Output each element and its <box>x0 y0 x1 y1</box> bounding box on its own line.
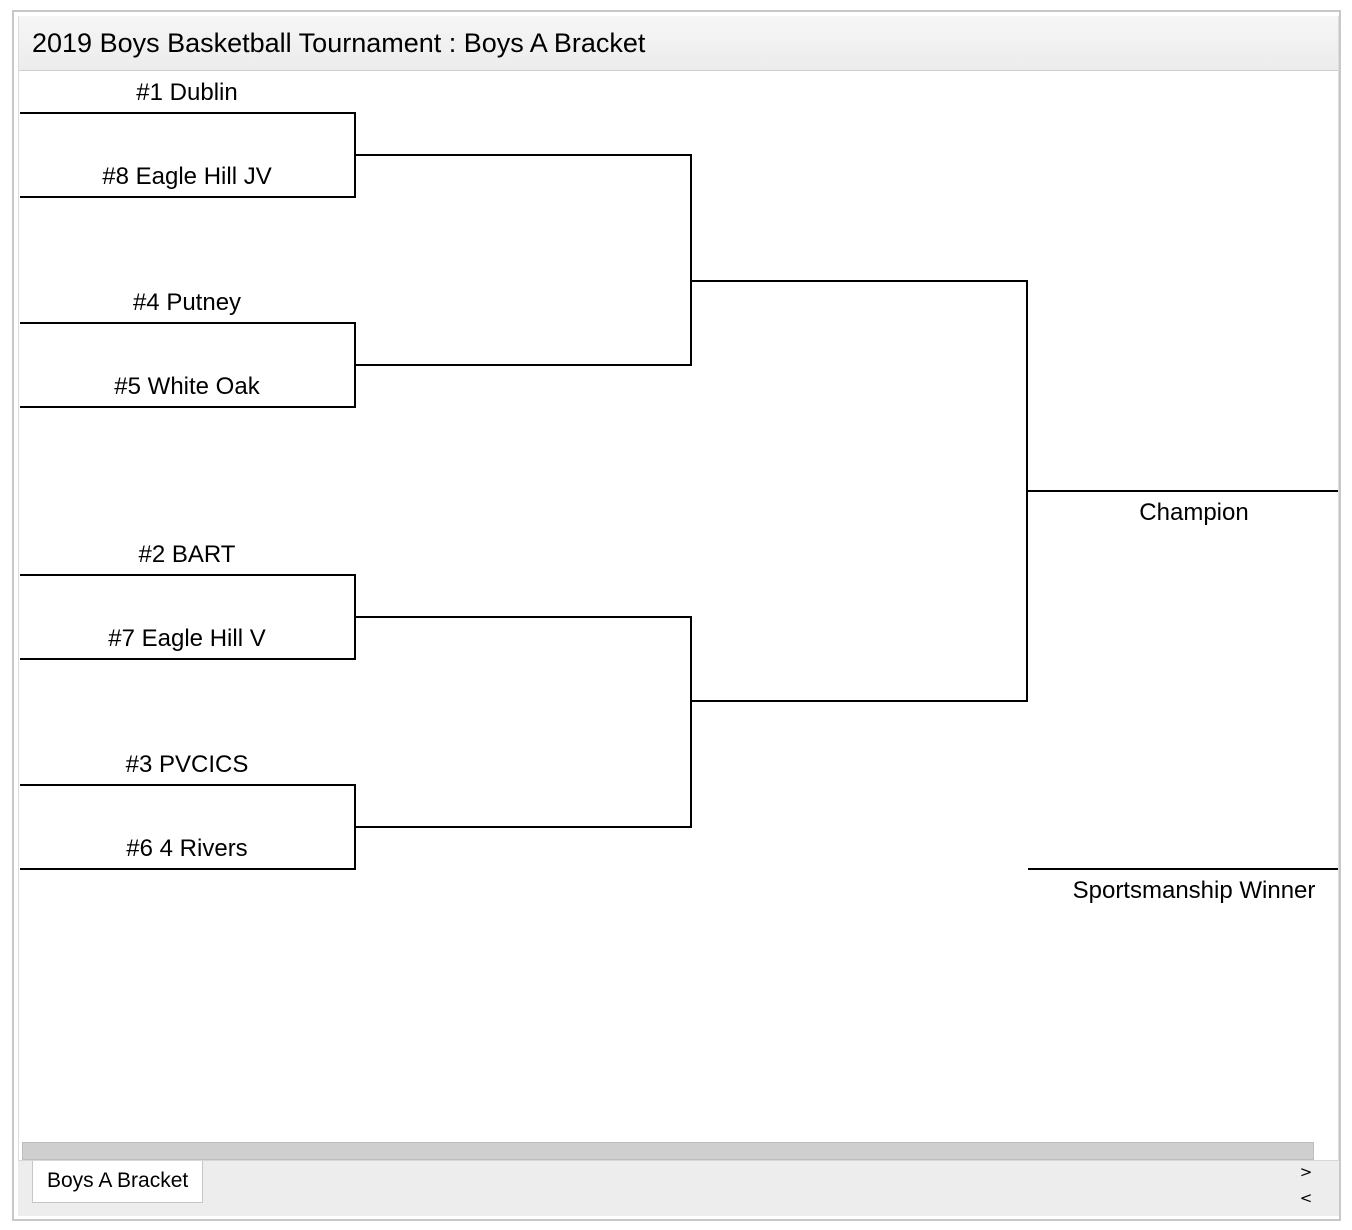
semifinal-slot-line <box>354 364 692 366</box>
team-slot-line <box>20 112 356 114</box>
team-slot-line <box>20 784 356 786</box>
semifinal-slot-line <box>354 826 692 828</box>
sportsmanship-label: Sportsmanship Winner <box>1072 877 1316 904</box>
next-tab-icon[interactable]: > <box>1299 1163 1313 1181</box>
final-slot-line <box>690 280 1028 282</box>
bracket-frame <box>12 10 1341 1221</box>
tab-boys-a-bracket[interactable]: Boys A Bracket <box>32 1161 204 1203</box>
title-bar: 2019 Boys Basketball Tournament : Boys A… <box>18 16 1339 71</box>
team-slot-line <box>20 658 356 660</box>
semifinal-slot-line <box>354 616 692 618</box>
team-slot-label: #8 Eagle Hill JV <box>102 163 272 190</box>
sportsmanship-slot-line <box>1028 868 1339 870</box>
semifinal-slot-line <box>354 154 692 156</box>
team-slot-label: #5 White Oak <box>114 373 260 400</box>
team-slot-line <box>20 868 356 870</box>
final-slot-line <box>690 700 1028 702</box>
connector-line <box>690 616 692 828</box>
team-slot-label: #7 Eagle Hill V <box>108 625 266 652</box>
champion-label: Champion <box>1139 499 1249 526</box>
team-slot-line <box>20 322 356 324</box>
champion-slot-line <box>1026 490 1339 492</box>
team-slot-label: #4 Putney <box>132 289 242 316</box>
team-slot-label: #6 4 Rivers <box>126 835 248 862</box>
page-title: 2019 Boys Basketball Tournament : Boys A… <box>32 28 646 58</box>
horizontal-scrollbar[interactable] <box>22 1142 1314 1160</box>
team-slot-label: #1 Dublin <box>136 79 238 106</box>
team-slot-line <box>20 406 356 408</box>
team-slot-label: #2 BART <box>138 541 236 568</box>
sheet-tab-strip: Boys A Bracket <box>18 1160 1339 1216</box>
team-slot-line <box>20 574 356 576</box>
team-slot-line <box>20 196 356 198</box>
team-slot-label: #3 PVCICS <box>125 751 249 778</box>
prev-tab-icon[interactable]: < <box>1299 1189 1313 1207</box>
connector-line <box>690 154 692 366</box>
